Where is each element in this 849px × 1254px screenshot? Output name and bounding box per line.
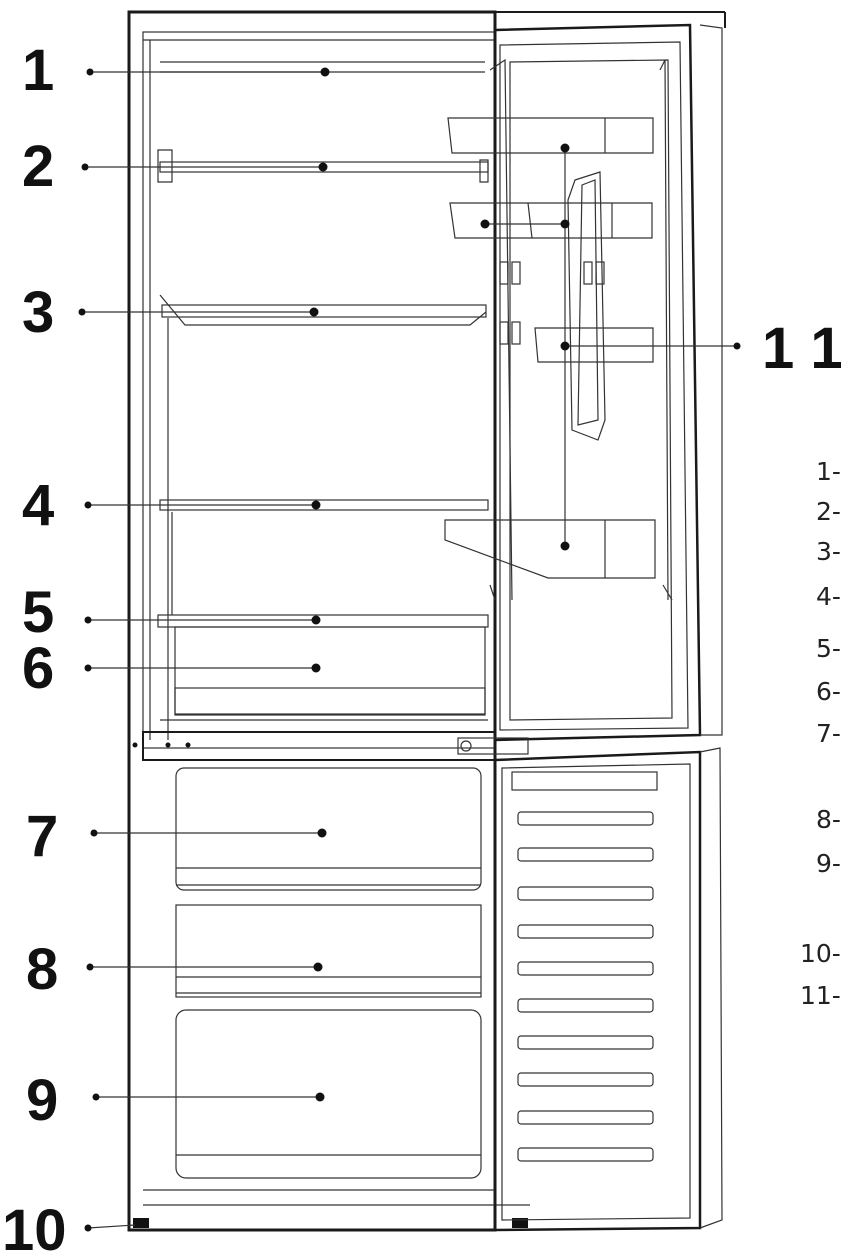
leader-lines (82, 71, 737, 1229)
freezer-door-ribs (517, 811, 654, 1162)
door-clips (499, 261, 605, 345)
callout-5: 5 (22, 580, 54, 645)
callout-numbers: 1 2 3 4 5 6 7 8 9 10 1 1 (2, 38, 843, 1254)
legend-item-9: 9- (816, 849, 841, 878)
legend-item-7: 7- (816, 719, 841, 748)
freezer-drawer-middle (175, 904, 482, 998)
callout-3: 3 (22, 280, 54, 345)
fridge-door (489, 23, 723, 742)
legend-item-4: 4- (816, 582, 841, 611)
freezer-drawer-bottom (175, 1009, 482, 1179)
crisper-drawer (160, 626, 488, 721)
freezer-door (493, 747, 723, 1232)
legend-item-6: 6- (816, 677, 841, 706)
compartment-divider (132, 731, 496, 761)
door-rack-bottom (444, 519, 673, 601)
callout-10: 10 (2, 1198, 67, 1254)
freezer-floor (143, 1189, 530, 1206)
legend-item-8: 8- (816, 805, 841, 834)
door-hinge (457, 737, 529, 755)
glass-shelf-lower (159, 499, 489, 615)
door-rack-second (449, 202, 653, 239)
glass-shelf-middle (159, 294, 487, 740)
callout-9: 9 (26, 1068, 58, 1133)
door-rack-top (447, 117, 654, 154)
callout-7: 7 (26, 804, 58, 869)
crisper-cover (157, 614, 489, 628)
callout-8: 8 (26, 937, 58, 1002)
legend-item-5: 5- (816, 634, 841, 663)
bottle-guard (567, 171, 606, 441)
freezer-drawer-top (175, 767, 482, 891)
callout-6: 6 (22, 636, 54, 701)
legend-item-2: 2- (816, 497, 841, 526)
callout-1: 1 (22, 38, 54, 103)
door-rack-small (534, 327, 654, 363)
legend-item-1: 1- (816, 457, 841, 486)
callout-2: 2 (22, 134, 54, 199)
callout-4: 4 (22, 473, 54, 538)
leader-dots (78, 67, 741, 1232)
adjustable-feet (133, 1218, 528, 1228)
legend: 1- 2- 3- 4- 5- 6- 7- 8- 9- 10- 11- (800, 457, 841, 1010)
cabinet (127, 10, 726, 1232)
callout-11: 1 1 (762, 316, 843, 381)
legend-item-3: 3- (816, 537, 841, 566)
legend-item-10: 10- (800, 939, 841, 968)
legend-item-11: 11- (800, 981, 841, 1010)
